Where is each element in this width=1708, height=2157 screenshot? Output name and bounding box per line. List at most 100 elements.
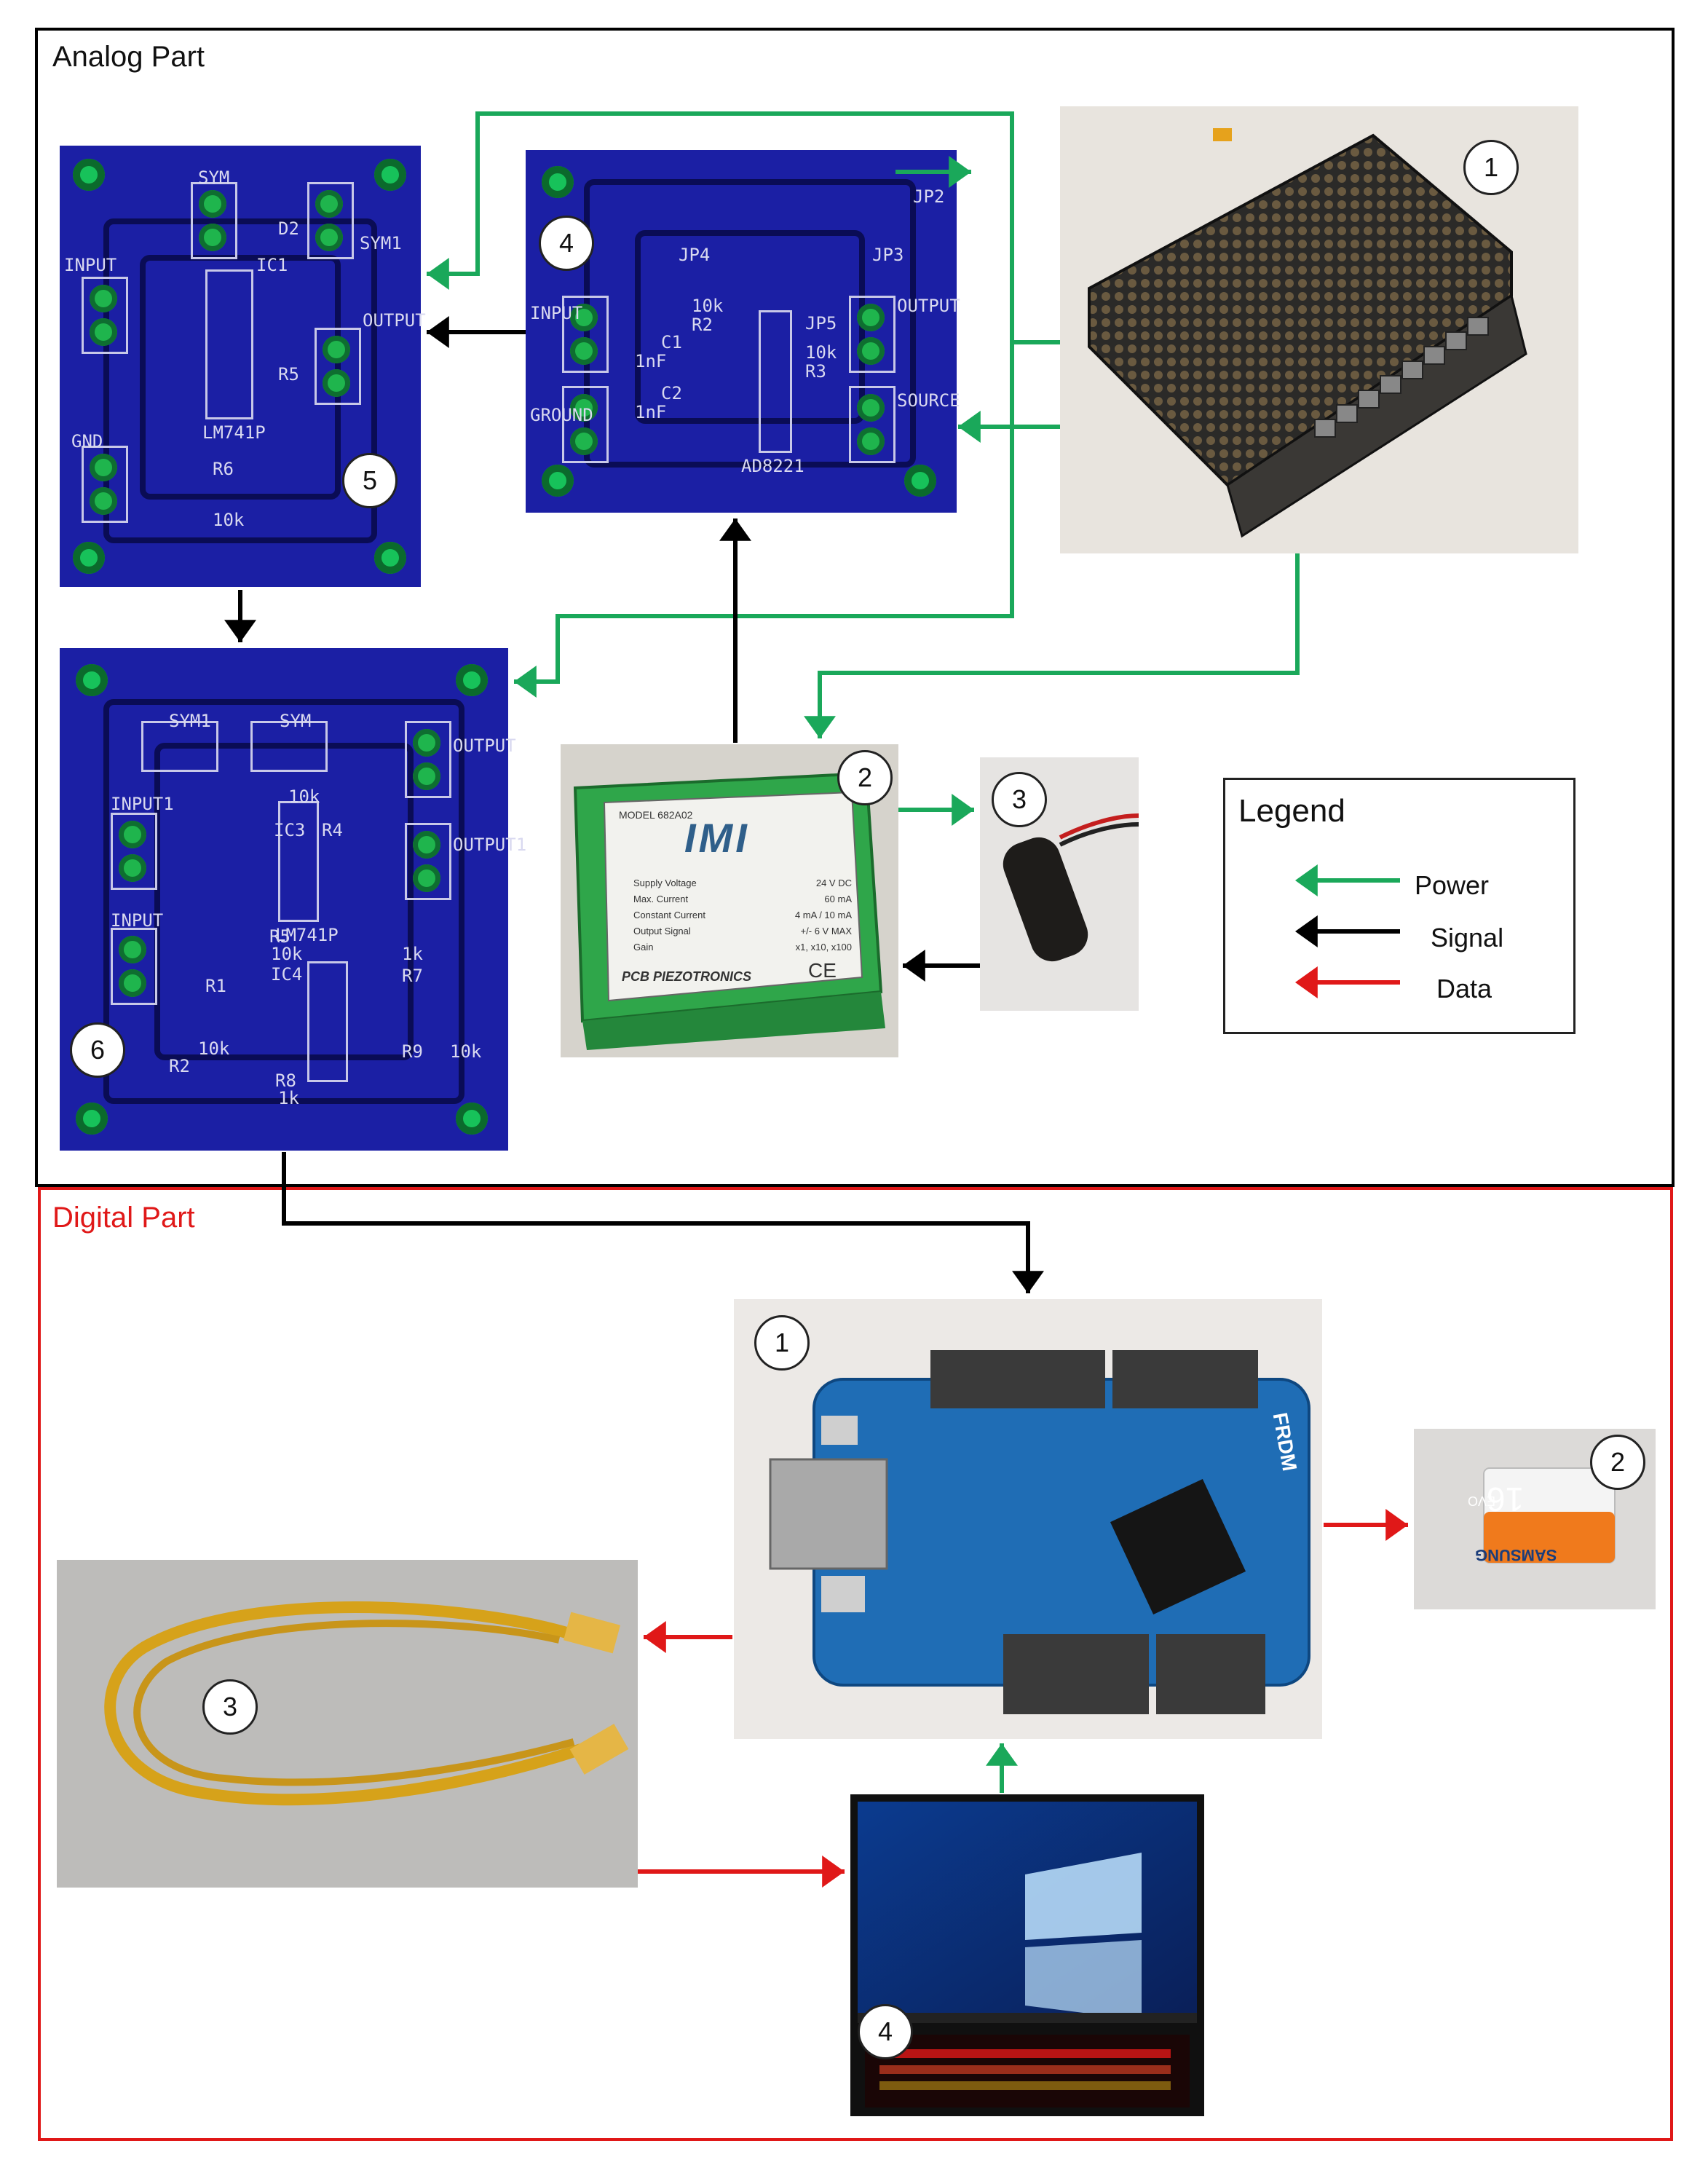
badge-ethernet-cable: 3	[202, 1679, 258, 1735]
conditioner-model: MODEL 682A02	[619, 809, 693, 821]
signal-link-pcb-filter-to-pcb-amp-head	[224, 620, 256, 642]
pcb-label: IC1	[256, 255, 288, 275]
pcb-label: R2	[692, 315, 713, 335]
legend: Legend Power Signal Data	[1223, 778, 1575, 1034]
pcb-label: C2	[661, 383, 682, 403]
pcb-label: OUTPUT	[363, 310, 426, 331]
power-link-laptop-to-frdm-head	[986, 1743, 1018, 1766]
pcb-label: R5	[269, 926, 290, 947]
power-link-supply-to-conditioner-head	[804, 716, 836, 738]
pcb-label: INPUT1	[111, 794, 174, 814]
legend-arrow-data	[1295, 966, 1400, 998]
legend-label-power: Power	[1415, 870, 1490, 900]
power-link-conditioner-to-sensor-head	[952, 794, 974, 826]
mount-hole	[456, 664, 488, 696]
signal-link-pcb-amp-to-frdm	[282, 1152, 1030, 1293]
legend-label-data: Data	[1436, 974, 1492, 1003]
terminal-block	[562, 296, 609, 373]
pcb-label: D2	[278, 218, 299, 239]
pcb-label: 10k	[288, 786, 320, 807]
badge-pcb-filter: 5	[342, 453, 398, 508]
signal-link-pcb-adc-to-pcb-filter-head	[427, 316, 449, 348]
mount-hole	[73, 542, 105, 574]
power-link-supply-to-pcb-filter-head	[427, 258, 449, 290]
legend-label-signal: Signal	[1431, 923, 1504, 953]
legend-title: Legend	[1238, 793, 1345, 829]
analog-part-title: Analog Part	[52, 41, 205, 73]
pcb-label: JP5	[805, 313, 837, 334]
pcb-label: GROUND	[530, 405, 593, 425]
pcb-label: GND	[71, 431, 103, 451]
pcb-label: R2	[169, 1056, 190, 1076]
pcb-label: R6	[213, 459, 234, 479]
pcb-label: 10k	[692, 296, 724, 316]
pcb-label: IC3	[274, 820, 306, 840]
badge-sensor: 3	[992, 772, 1047, 827]
badge-pcb-amp: 6	[70, 1022, 125, 1078]
power-link-supply-to-pcb-adc-head	[958, 411, 981, 443]
laptop-drawing	[858, 1802, 1197, 2107]
op-amp-chip	[278, 801, 319, 922]
pcb-label: SYM	[280, 711, 312, 731]
badge-sd-card: 2	[1590, 1435, 1645, 1490]
pcb-label: R7	[402, 966, 423, 986]
terminal-block	[849, 386, 895, 463]
pcb-label: INPUT	[64, 255, 117, 275]
cable-drawing	[104, 1601, 629, 1806]
data-link-cable-to-laptop-head	[822, 1856, 845, 1888]
ce-mark: CE	[808, 959, 837, 982]
terminal-block	[111, 813, 157, 890]
terminal-block	[250, 721, 328, 772]
data-link-frdm-to-sd-card-head	[1385, 1509, 1408, 1541]
pcb-label: R8	[275, 1070, 296, 1091]
op-amp-chip	[307, 961, 348, 1082]
pcb-label: 1k	[278, 1088, 299, 1108]
pcb-label: SYM	[198, 167, 230, 188]
power-link-supply-to-pcb-filter	[427, 111, 1060, 344]
badge-pcb-adc: 4	[539, 216, 594, 271]
pcb-label: JP3	[872, 245, 904, 265]
terminal-block	[141, 721, 218, 772]
mount-hole	[542, 166, 574, 198]
mount-hole	[76, 1103, 108, 1135]
sd-card-drawing	[1483, 1467, 1616, 1563]
laptop-photo	[850, 1794, 1204, 2116]
pcb-label: SOURCE	[897, 390, 960, 411]
signal-link-sensor-to-conditioner-head	[903, 950, 925, 982]
pcb-label: SYM1	[169, 711, 211, 731]
pcb-label: R3	[805, 361, 826, 382]
pcb-label: JP2	[913, 186, 945, 207]
power-link-pcb-adc-out-head	[949, 156, 971, 188]
pcb-label: LM741P	[202, 422, 266, 443]
terminal-block	[82, 446, 128, 523]
pcb-label: R9	[402, 1041, 423, 1062]
pcb-filter-board: SYM SYM1 INPUT LM741P IC1 OUTPUT GND R6 …	[60, 146, 426, 587]
mount-hole	[904, 465, 936, 497]
legend-arrow-head	[1295, 864, 1318, 896]
terminal-block	[307, 182, 354, 259]
badge-power-supply: 1	[1463, 140, 1519, 195]
op-amp-chip	[205, 269, 253, 419]
power-link-supply-to-conditioner	[818, 553, 1300, 738]
badge-frdm-board: 1	[754, 1315, 810, 1371]
pcb-label: R5	[278, 364, 299, 385]
digital-part-frame	[38, 1187, 1673, 2141]
pcb-amplifier-board: SYM1 SYM OUTPUT INPUT1 10k IC3 R4 LM741P…	[60, 648, 526, 1151]
mount-hole	[374, 542, 406, 574]
terminal-block	[191, 182, 237, 259]
terminal-block	[562, 386, 609, 463]
pcb-label: INPUT	[530, 303, 583, 323]
conditioner-maker: PCB PIEZOTRONICS	[622, 969, 752, 984]
terminal-block	[315, 328, 361, 405]
pcb-label: 10k	[271, 944, 303, 964]
signal-link-conditioner-to-pcb-adc-head	[719, 518, 751, 541]
pcb-label: 1k	[402, 944, 423, 964]
badge-conditioner: 2	[837, 750, 893, 805]
accelerometer-drawing	[1003, 813, 1139, 962]
pcb-label: AD8221	[741, 456, 804, 476]
mount-hole	[542, 465, 574, 497]
pcb-label: 10k	[450, 1041, 482, 1062]
conditioner-housing	[573, 771, 885, 1050]
pcb-label: 1nF	[635, 351, 667, 371]
